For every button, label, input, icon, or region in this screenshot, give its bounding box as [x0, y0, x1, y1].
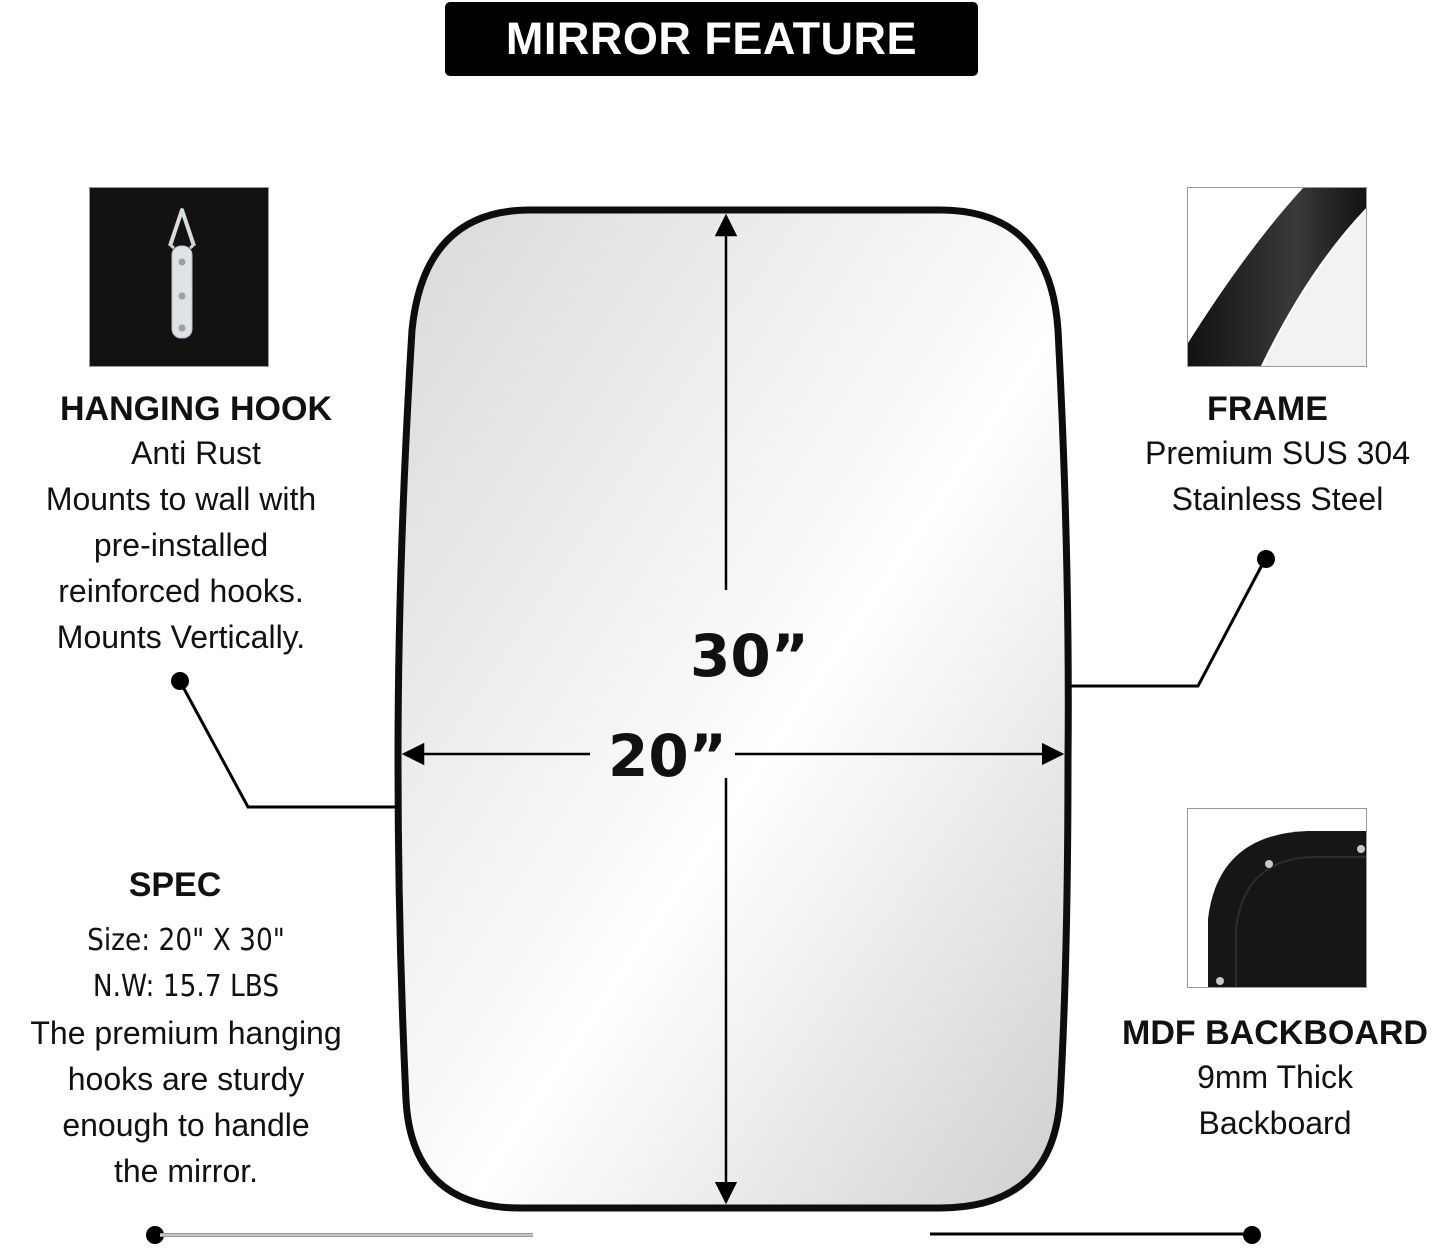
frame-closeup-icon: [1188, 188, 1366, 366]
backboard-title: MDF BACKBOARD: [1122, 1014, 1428, 1052]
hanging-hook-line: Mounts Vertically.: [56, 619, 306, 655]
backboard-underline: [930, 1226, 1261, 1244]
title-banner: MIRROR FEATURE: [445, 2, 978, 76]
frame-line: Premium SUS 304: [1145, 435, 1410, 471]
width-label: 20”: [608, 722, 727, 790]
mdf-backboard-icon: [1188, 809, 1366, 987]
spec-underline: [146, 1226, 533, 1244]
spec-line: The premium hanging: [30, 1015, 342, 1051]
hanging-hook-photo: [89, 187, 269, 367]
backboard-line: 9mm Thick: [1197, 1059, 1353, 1095]
hanging-hook-line: reinforced hooks.: [58, 573, 304, 609]
spec-weight: N.W: 15.7 LBS: [92, 969, 280, 1004]
frame-section: FRAME Premium SUS 304 Stainless Steel: [1110, 388, 1445, 522]
spec-line: hooks are sturdy: [67, 1061, 305, 1097]
backboard-section: MDF BACKBOARD 9mm Thick Backboard: [1105, 1012, 1445, 1146]
mirror-frame: [394, 206, 1072, 1212]
mdf-backboard-photo: [1187, 808, 1367, 988]
height-label: 30”: [690, 622, 809, 690]
spec-title: SPEC: [128, 866, 222, 904]
hook-callout-line: [171, 672, 398, 809]
frame-line: Stainless Steel: [1171, 481, 1384, 517]
frame-closeup-photo: [1187, 187, 1367, 367]
spec-line: the mirror.: [113, 1153, 259, 1189]
hanging-hook-line: Mounts to wall with: [45, 481, 317, 517]
hanging-hook-line: Anti Rust: [131, 435, 261, 471]
frame-title: FRAME: [1207, 390, 1328, 428]
frame-callout-line: [1068, 550, 1275, 688]
page-title: MIRROR FEATURE: [505, 13, 918, 64]
hanging-hook-line: pre-installed: [93, 527, 269, 563]
hanging-hook-title: HANGING HOOK: [60, 390, 332, 428]
backboard-line: Backboard: [1198, 1105, 1352, 1141]
spec-size: Size: 20" X 30": [87, 923, 285, 958]
hanging-hook-section: HANGING HOOK Anti Rust Mounts to wall wi…: [0, 388, 392, 660]
hanging-hook-icon: [90, 188, 268, 366]
spec-section: SPEC Size: 20" X 30" N.W: 15.7 LBS The p…: [0, 864, 372, 1194]
spec-line: enough to handle: [62, 1107, 310, 1143]
